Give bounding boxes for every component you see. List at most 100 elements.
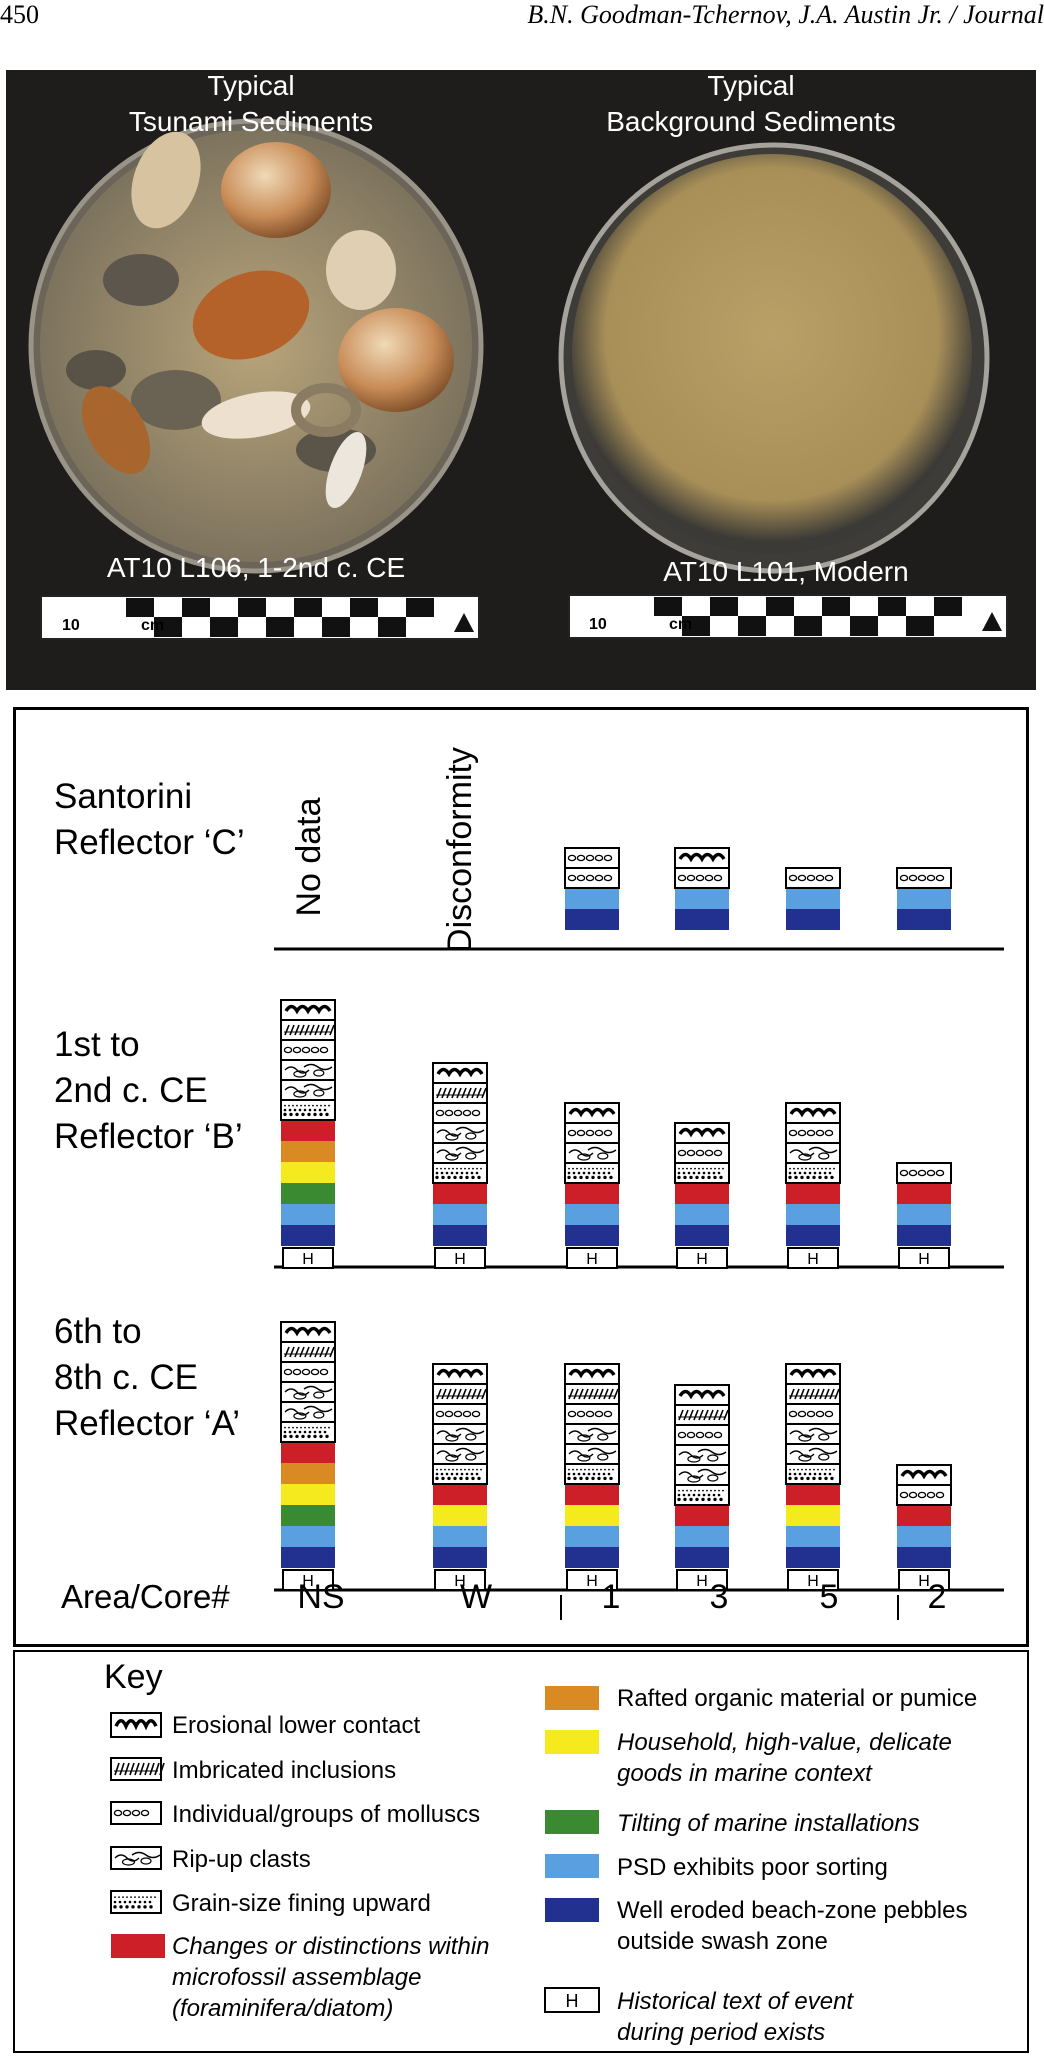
right-scale-label: 10 [589,616,607,633]
red-layer [786,1183,840,1204]
historical-symbol: H [302,1573,314,1590]
yellow-layer [281,1162,335,1183]
light_blue-layer [675,1204,729,1225]
light_blue-layer [675,1526,729,1547]
historical-symbol: H [586,1573,598,1590]
key-title: Key [104,1658,163,1696]
stratigraphic-column-1: H [564,1102,620,1269]
stratigraphic-column-3: H [674,1122,730,1269]
red-layer [433,1484,487,1505]
light_blue-layer [897,888,951,909]
right-scale-unit: cm [669,616,693,633]
red-layer [786,1484,840,1505]
left-photo-caption: AT10 L106, 1-2nd c. CE [106,552,406,583]
historical-text-box [434,1569,486,1591]
historical-symbol: H [918,1573,930,1590]
historical-text-box [566,1247,618,1269]
red-layer [281,1442,335,1463]
ovals-symbol [674,1142,730,1164]
historical-symbol: H [696,1251,708,1268]
navy-layer [281,1547,335,1568]
reflector-c-line2: Reflector ‘C’ [54,823,245,862]
navy-layer [433,1547,487,1568]
ovals-symbol [432,1403,488,1425]
stratigraphic-column-2: H [896,1464,952,1591]
key-ripup: Rip-up clasts [172,1846,311,1873]
navy-layer [675,909,729,930]
historical-symbol: H [454,1251,466,1268]
key-imbricated: Imbricated inclusions [172,1757,397,1784]
light_blue-layer [675,888,729,909]
light_blue-layer [281,1526,335,1547]
scale-bar-left [40,595,480,640]
historical-symbol: H [302,1251,314,1268]
key-tilting: Tilting of marine installations [617,1810,920,1837]
legend-key-box [13,1650,1029,2053]
orange-layer [281,1463,335,1484]
navy-layer [786,909,840,930]
stratigraphic-column-5: H [785,1102,841,1269]
running-header: B.N. Goodman-Tchernov, J.A. Austin Jr. /… [527,0,1044,29]
key-microfossil-line2: microfossil assemblage [172,1964,422,1991]
area-core-label: Area/Core# [61,1578,230,1615]
stratigraphic-column-2: H [896,1162,952,1269]
reflector-c-line1: Santorini [54,777,193,816]
navy-layer [433,1225,487,1246]
stratigraphic-column-ns: H [280,999,336,1269]
reflector-a-line2: 8th c. CE [54,1358,198,1397]
red-layer [897,1505,951,1526]
ovals-symbol [280,1361,336,1383]
left-scale-label: 10 [62,617,80,634]
navy-layer [565,1225,619,1246]
navy-layer [897,1225,951,1246]
right-photo-caption: AT10 L101, Modern [663,556,909,587]
light_blue-layer [433,1204,487,1225]
historical-text-box [898,1569,950,1591]
navy-layer [565,909,619,930]
yellow-layer [433,1505,487,1526]
red-layer [675,1505,729,1526]
scale-bar-right [568,594,1008,639]
key-household-line1: Household, high-value, delicate [617,1729,952,1756]
red-layer [565,1484,619,1505]
green-layer [281,1505,335,1526]
historical-text-box [282,1569,334,1591]
column-label-5: 5 [819,1578,839,1616]
column-label-w: W [459,1578,493,1616]
historical-text-box [787,1569,839,1591]
ovals-symbol [896,1484,952,1506]
navy-layer [897,1547,951,1568]
ovals-symbol [564,847,620,869]
green-layer [281,1183,335,1204]
left-photo-title-line1: Typical [207,70,295,101]
stratigraphic-column-ns: H [280,1321,336,1591]
historical-symbol: H [807,1573,819,1590]
reflector-b-line1: 1st to [54,1025,140,1064]
navy-layer [786,1547,840,1568]
historical-text-box [676,1569,728,1591]
reflector-b-line3: Reflector ‘B’ [54,1117,243,1156]
sediment-photographs [28,118,1008,640]
historical-text-box [676,1247,728,1269]
red-layer [433,1183,487,1204]
sediment-photo-panel: Typical Tsunami Sediments Typical Backgr… [6,70,1036,690]
ovals-symbol [564,1122,620,1144]
historical-symbol: H [454,1573,466,1590]
navy-layer [281,1225,335,1246]
yellow-layer [565,1505,619,1526]
navy-layer [786,1225,840,1246]
navy-layer [675,1547,729,1568]
key-microfossil-line3: (foraminifera/diatom) [172,1995,394,2022]
historical-text-box [787,1247,839,1269]
ovals-symbol [564,867,620,889]
no-data-label: No data [290,797,328,917]
stratigraphic-column-1: H [564,1363,620,1591]
yellow-layer [786,1505,840,1526]
reflector-b-line2: 2nd c. CE [54,1071,208,1110]
historical-text-box [566,1569,618,1591]
red-layer [281,1120,335,1141]
red-layer [897,1183,951,1204]
light_blue-layer [786,1526,840,1547]
column-label-1: 1 [601,1578,621,1616]
shell-image [338,308,454,412]
